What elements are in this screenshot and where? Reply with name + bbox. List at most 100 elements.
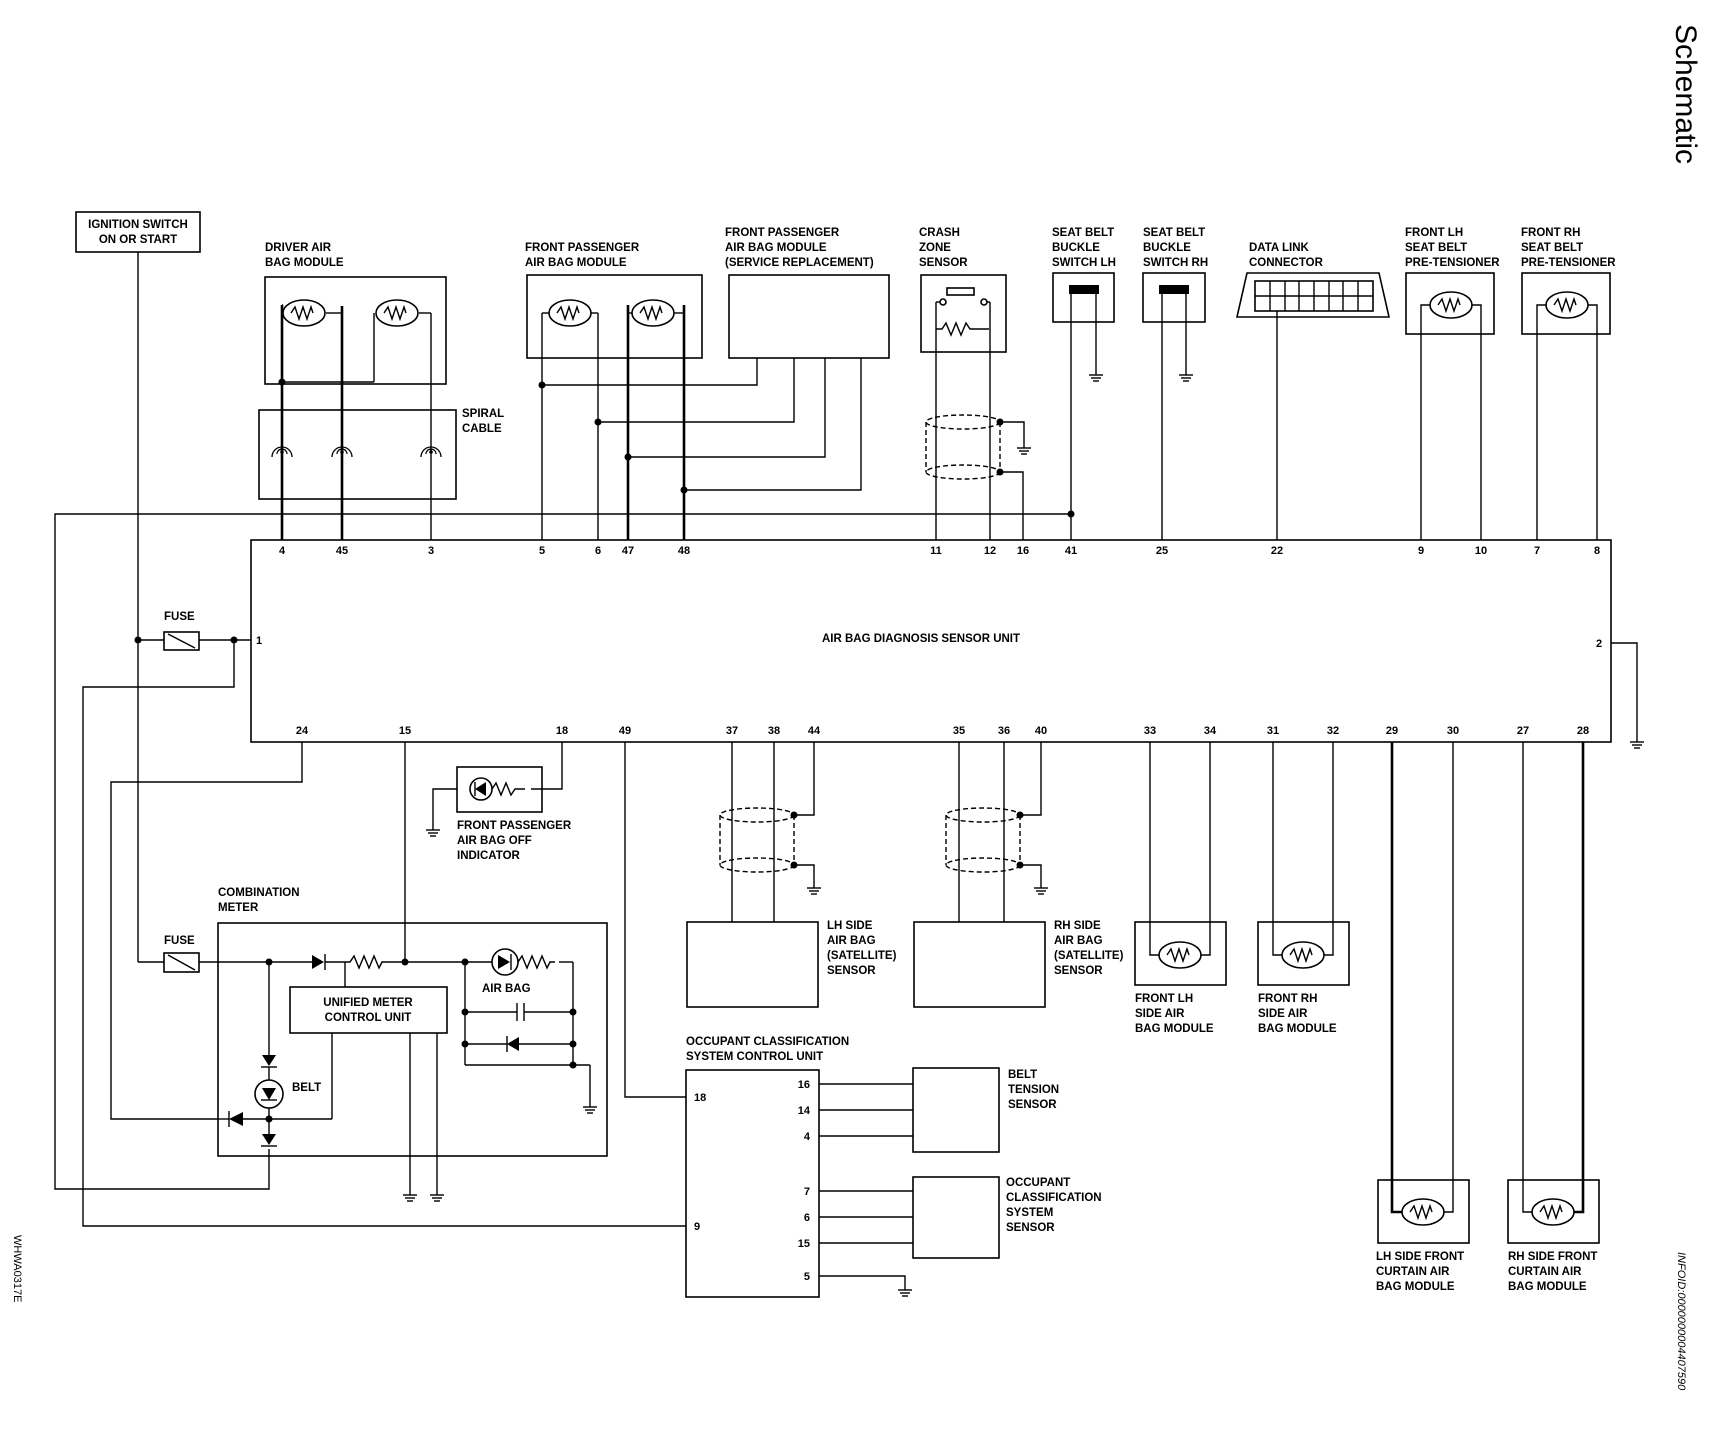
pin-44: 44 [808, 725, 821, 737]
pt-lh-label-2: SEAT BELT [1405, 242, 1467, 254]
lh-side-front-curtain-air-bag-module: LH SIDE FRONT CURTAIN AIR BAG MODULE [1376, 1179, 1470, 1293]
pin-4: 4 [279, 545, 286, 557]
pin-6: 6 [595, 545, 601, 557]
combination-meter: COMBINATION METER [217, 887, 608, 1157]
crash-zone-label-3: SENSOR [919, 257, 968, 269]
off-indicator-label-1: FRONT PASSENGER [457, 820, 572, 832]
pin-16: 16 [1017, 545, 1029, 557]
pin-38: 38 [768, 725, 780, 737]
seat-belt-buckle-switch-rh: SEAT BELT BUCKLE SWITCH RH [1142, 227, 1208, 323]
driver-airbag-label-1: DRIVER AIR [265, 242, 332, 254]
rh-curtain-label-1: RH SIDE FRONT [1508, 1251, 1597, 1263]
pt-lh-label-1: FRONT LH [1405, 227, 1463, 239]
ocs-pin-14: 14 [798, 1105, 811, 1117]
air-bag-lamp-label: AIR BAG [482, 983, 531, 995]
pt-lh-label-3: PRE-TENSIONER [1405, 257, 1500, 269]
pin-40: 40 [1035, 725, 1047, 737]
pin-12: 12 [984, 545, 996, 557]
spiral-cable-label-2: CABLE [462, 423, 502, 435]
buckle-lh-label-3: SWITCH LH [1052, 257, 1116, 269]
ocs-sensor-label-3: SYSTEM [1006, 1207, 1053, 1219]
ignition-label-2: ON OR START [99, 234, 177, 246]
pin-3: 3 [428, 545, 434, 557]
lh-sat-label-2: AIR BAG [827, 935, 876, 947]
ocs-pin-7: 7 [804, 1186, 810, 1198]
occupant-classification-system-sensor: OCCUPANT CLASSIFICATION SYSTEM SENSOR [912, 1176, 1102, 1259]
rh-curtain-label-2: CURTAIN AIR [1508, 1266, 1582, 1278]
rh-sat-label-1: RH SIDE [1054, 920, 1101, 932]
combo-meter-label-1: COMBINATION [218, 887, 300, 899]
bottom-pin-labels: 24 15 18 49 37 38 44 35 36 40 33 34 31 3… [296, 725, 1589, 737]
ocs-pin-6: 6 [804, 1212, 810, 1224]
figure-id: WHWA0317E [11, 1235, 23, 1302]
pin-49: 49 [619, 725, 631, 737]
ocs-sensor-label-2: CLASSIFICATION [1006, 1192, 1102, 1204]
pt-rh-label-3: PRE-TENSIONER [1521, 257, 1616, 269]
unified-meter-label-2: CONTROL UNIT [325, 1012, 412, 1024]
lh-side-module-label-3: BAG MODULE [1135, 1023, 1214, 1035]
pin-30: 30 [1447, 725, 1459, 737]
off-indicator-label-3: INDICATOR [457, 850, 521, 862]
ocs-sensor-label-4: SENSOR [1006, 1222, 1055, 1234]
belt-tension-label-1: BELT [1008, 1069, 1037, 1081]
buckle-lh-label-1: SEAT BELT [1052, 227, 1114, 239]
driver-air-bag-module: DRIVER AIR BAG MODULE [264, 242, 447, 385]
lh-curtain-label-2: CURTAIN AIR [1376, 1266, 1450, 1278]
occupant-classification-system-control-unit: OCCUPANT CLASSIFICATION SYSTEM CONTROL U… [685, 1036, 849, 1298]
combo-meter-label-2: METER [218, 902, 259, 914]
fuse-upper-label: FUSE [164, 611, 195, 623]
front-passenger-air-bag-module-service: FRONT PASSENGER AIR BAG MODULE (SERVICE … [725, 227, 890, 359]
pin-37: 37 [726, 725, 738, 737]
data-link-connector: DATA LINK CONNECTOR [1235, 242, 1391, 318]
pin-9: 9 [1418, 545, 1424, 557]
crash-zone-label-2: ZONE [919, 242, 951, 254]
pin-35: 35 [953, 725, 965, 737]
fp-airbag-label-1: FRONT PASSENGER [525, 242, 640, 254]
pin-29: 29 [1386, 725, 1398, 737]
crash-zone-sensor: CRASH ZONE SENSOR [919, 227, 1007, 353]
pin-27: 27 [1517, 725, 1529, 737]
info-id: INFOID:0000000004407590 [1675, 1252, 1687, 1391]
buckle-rh-label-2: BUCKLE [1143, 242, 1191, 254]
pin-34: 34 [1204, 725, 1217, 737]
ignition-switch: IGNITION SWITCH ON OR START [75, 211, 201, 253]
ocs-pin-9: 9 [694, 1221, 700, 1233]
belt-tension-label-3: SENSOR [1008, 1099, 1057, 1111]
pin-8: 8 [1594, 545, 1600, 557]
unified-meter-label-1: UNIFIED METER [323, 997, 413, 1009]
pin-18: 18 [556, 725, 568, 737]
lh-sat-label-4: SENSOR [827, 965, 876, 977]
pin-33: 33 [1144, 725, 1156, 737]
belt-tension-sensor: BELT TENSION SENSOR [912, 1067, 1059, 1153]
ignition-label-1: IGNITION SWITCH [88, 219, 188, 231]
unified-meter-control-unit: UNIFIED METER CONTROL UNIT [289, 986, 448, 1034]
buckle-lh-label-2: BUCKLE [1052, 242, 1100, 254]
rh-side-satellite-sensor: RH SIDE AIR BAG (SATELLITE) SENSOR [913, 920, 1124, 1008]
front-rh-side-air-bag-module: FRONT RH SIDE AIR BAG MODULE [1257, 921, 1350, 1035]
fuse-upper: FUSE [163, 611, 200, 651]
fp-service-label-3: (SERVICE REPLACEMENT) [725, 257, 874, 269]
diagnosis-unit-label: AIR BAG DIAGNOSIS SENSOR UNIT [822, 633, 1020, 645]
off-indicator-label-2: AIR BAG OFF [457, 835, 532, 847]
pt-rh-label-2: SEAT BELT [1521, 242, 1583, 254]
lh-sat-label-3: (SATELLITE) [827, 950, 897, 962]
pin-11: 11 [930, 545, 942, 557]
pin-32: 32 [1327, 725, 1339, 737]
rh-side-module-label-1: FRONT RH [1258, 993, 1317, 1005]
driver-airbag-label-2: BAG MODULE [265, 257, 344, 269]
spiral-cable-label-1: SPIRAL [462, 408, 504, 420]
lh-sat-label-1: LH SIDE [827, 920, 873, 932]
lh-side-module-label-2: SIDE AIR [1135, 1008, 1185, 1020]
ocs-pin-18: 18 [694, 1092, 706, 1104]
pin-48: 48 [678, 545, 690, 557]
pin-22: 22 [1271, 545, 1283, 557]
ocs-unit-label-2: SYSTEM CONTROL UNIT [686, 1051, 823, 1063]
top-pin-labels: 4 45 3 5 6 47 48 11 12 16 41 25 22 9 10 … [279, 545, 1600, 557]
buckle-rh-label-3: SWITCH RH [1143, 257, 1208, 269]
pin-24: 24 [296, 725, 309, 737]
crash-zone-label-1: CRASH [919, 227, 960, 239]
rh-sat-label-2: AIR BAG [1054, 935, 1103, 947]
belt-tension-label-2: TENSION [1008, 1084, 1059, 1096]
dlc-label-1: DATA LINK [1249, 242, 1310, 254]
